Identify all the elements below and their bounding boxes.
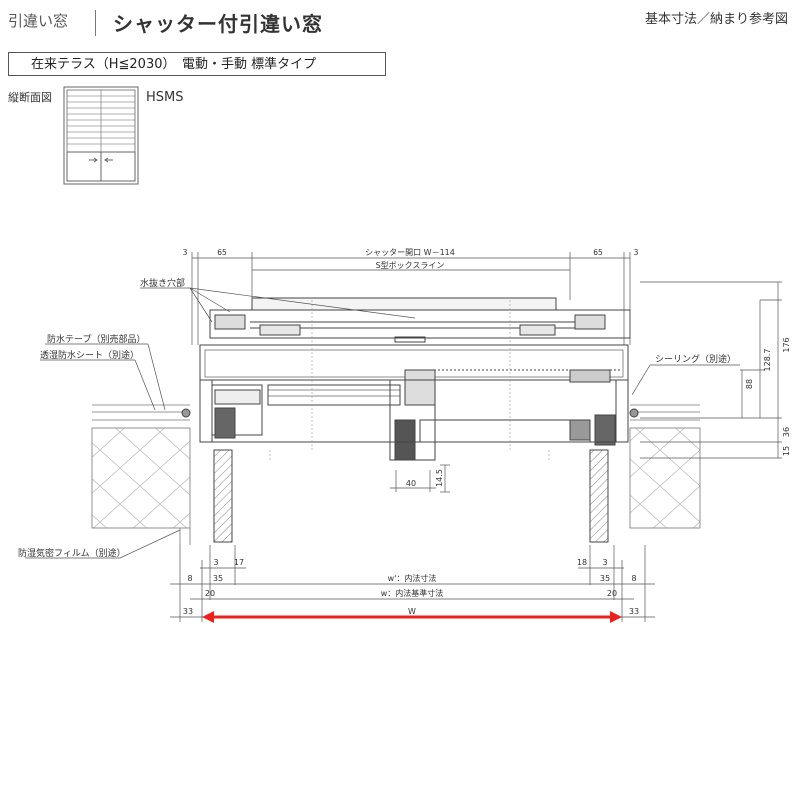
left-wall-hatch	[91, 427, 191, 529]
overall-width-arrow	[202, 611, 622, 623]
callout-leaders	[25, 287, 740, 559]
model-code: HSMS	[146, 90, 184, 105]
center-dimension-lines	[390, 464, 450, 493]
dim-bottom-3: 3	[213, 558, 218, 567]
dim-176: 176	[782, 337, 791, 352]
dim-top-left-65: 65	[217, 248, 227, 257]
dim-bottom-35: 35	[213, 574, 223, 583]
right-wall-hatch	[629, 427, 701, 529]
dim-88: 88	[745, 379, 754, 389]
dim-bottom-33r: 33	[629, 607, 639, 616]
dim-overall-W: W	[408, 607, 416, 616]
window-thumbnail	[63, 86, 139, 185]
window-frame	[181, 344, 639, 461]
dim-bottom-3r: 3	[602, 558, 607, 567]
dim-bottom-17: 17	[234, 558, 244, 567]
dim-bottom-8: 8	[187, 574, 192, 583]
top-dimension-lines	[191, 252, 631, 345]
page-title: シャッター付引違い窓	[113, 12, 323, 36]
header-divider	[95, 10, 96, 36]
dim-top-right-3: 3	[634, 248, 639, 257]
reference-label: 基本寸法／納まり参考図	[644, 12, 788, 27]
box-line-label: S型ボックスライン	[376, 261, 445, 270]
dim-top-right-65: 65	[593, 248, 603, 257]
left-stud	[213, 449, 233, 543]
dim-15: 15	[782, 446, 791, 456]
category-label: 引違い窓	[8, 12, 69, 30]
dim-bottom-20: 20	[205, 589, 215, 598]
spec-box: 在来テラス（H≦2030） 電動・手動 標準タイプ	[8, 52, 386, 76]
dim-inner-width: w'：内法寸法	[388, 573, 437, 583]
right-stud	[589, 449, 609, 543]
callout-vapor-film: 防湿気密フィルム（別途）	[18, 547, 126, 559]
dim-bottom-35r: 35	[600, 574, 610, 583]
callout-breathable-sheet: 透湿防水シート（別途）	[40, 349, 139, 361]
callout-waterproof-tape: 防水テープ（別売部品）	[47, 333, 145, 345]
dim-128-7: 128.7	[763, 349, 772, 372]
right-dimension-lines	[640, 281, 782, 459]
dim-shutter-opening: シャッター開口 W－114	[365, 248, 455, 257]
dim-36: 36	[782, 427, 791, 437]
dim-top-left-3: 3	[183, 248, 188, 257]
shutter-box	[209, 297, 631, 343]
dim-bottom-33: 33	[183, 607, 193, 616]
wall-structure	[92, 404, 700, 421]
callout-drain: 水抜き穴部	[140, 277, 185, 289]
dim-14-5: 14.5	[435, 469, 444, 487]
dim-40: 40	[406, 479, 416, 488]
dim-bottom-20r: 20	[607, 589, 617, 598]
dim-bottom-8r: 8	[631, 574, 636, 583]
dim-bottom-18: 18	[577, 558, 587, 567]
dim-base-width: w：内法基準寸法	[381, 588, 444, 598]
callout-sealing: シーリング（別途）	[655, 353, 736, 365]
section-label: 縦断面図	[8, 91, 52, 104]
center-lines	[269, 300, 550, 460]
